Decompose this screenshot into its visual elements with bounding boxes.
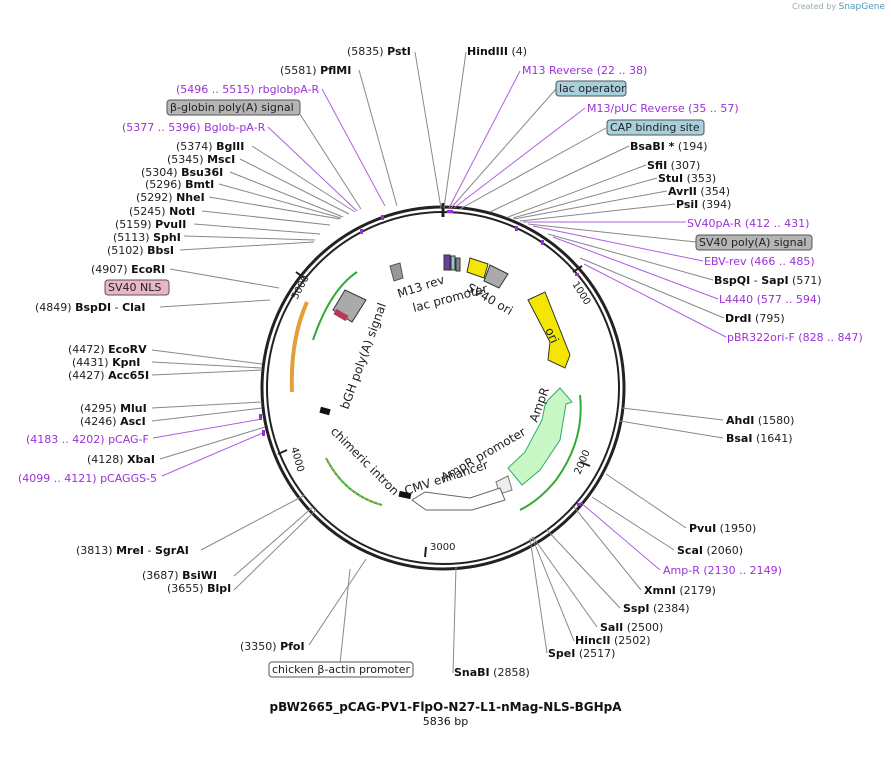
label-bspqi: BspQI - SapI (571)	[714, 274, 822, 287]
label-bglobin: β-globin poly(A) signal	[170, 101, 294, 114]
ampr-arrow	[507, 387, 573, 486]
label-m13rev: M13 Reverse (22 .. 38)	[522, 64, 647, 77]
label-snabi: SnaBI (2858)	[454, 666, 530, 679]
label-psii: PsiI (394)	[676, 198, 731, 211]
label-blpi: (3655) BlpI	[167, 582, 231, 595]
box-sv40polya	[695, 234, 813, 251]
label-hindIII: HindIII (4)	[467, 45, 527, 58]
label-cap: CAP binding site	[610, 121, 700, 134]
label-drdi: DrdI (795)	[725, 312, 785, 325]
ori-arrow	[527, 291, 571, 369]
label-m13puc: M13/pUC Reverse (35 .. 57)	[587, 102, 739, 115]
label-mrei: (3813) MreI - SgrAI	[76, 544, 189, 557]
label-ecori: (4907) EcoRI	[91, 263, 165, 276]
label-sv40polya: SV40 poly(A) signal	[699, 236, 806, 249]
tick-1000: 1000	[569, 280, 592, 307]
label-ebvrev: EBV-rev (466 .. 485)	[704, 255, 815, 268]
primer-markers	[259, 210, 581, 506]
brand-created-by: Created by	[792, 2, 837, 11]
label-asci: (4246) AscI	[80, 415, 146, 428]
label-xbai: (4128) XbaI	[87, 453, 155, 466]
label-xmni: XmnI (2179)	[644, 584, 716, 597]
label-spei: SpeI (2517)	[548, 647, 615, 660]
label-bglobpar: (5377 .. 5396) Bglob-pA-R	[122, 121, 266, 134]
label-msci: (5345) MscI	[167, 153, 235, 166]
label-ahdi: AhdI (1580)	[726, 414, 794, 427]
plasmid-length: 5836 bp	[422, 715, 469, 728]
brand: Created by SnapGene	[792, 2, 885, 12]
sv40-polya-box	[483, 264, 509, 289]
label-bspdi: (4849) BspDI - ClaI	[35, 301, 145, 314]
label-mlui: (4295) MluI	[80, 402, 147, 415]
label-bsiwi: (3687) BsiWI	[142, 569, 217, 582]
label-pcaggs: (4099 .. 4121) pCAGGS-5	[18, 472, 157, 485]
cmv-enhancer-arrow	[411, 487, 506, 511]
label-sv40nls: SV40 NLS	[108, 281, 161, 294]
label-bsai: BsaI (1641)	[726, 432, 793, 445]
label-lac-operator: lac operator	[559, 82, 626, 95]
label-sspi: SspI (2384)	[623, 602, 690, 615]
label-hincii: HincII (2502)	[575, 634, 651, 647]
label-pvui: PvuI (1950)	[689, 522, 756, 535]
tick-2000: 2000	[573, 448, 593, 476]
label-sali: SalI (2500)	[600, 621, 663, 634]
cmv-marker	[398, 490, 412, 500]
label-bmti: (5296) BmtI	[145, 178, 214, 191]
label-bglii: (5374) BglII	[176, 140, 244, 153]
tick-4000: 4000	[288, 446, 306, 473]
label-kpni: (4431) KpnI	[72, 356, 140, 369]
label-bbsi: (5102) BbsI	[107, 244, 174, 257]
leader-lines	[151, 51, 727, 674]
label-stui: StuI (353)	[658, 172, 716, 185]
box-lac-operator	[555, 80, 627, 97]
box-cbap	[268, 661, 414, 678]
feature-chim: chimeric intron	[328, 424, 402, 498]
label-bsabi: BsaBI * (194)	[630, 140, 708, 153]
label-l4440: L4440 (577 .. 594)	[719, 293, 821, 306]
box-bglobin	[166, 99, 301, 116]
outer-labels: (5835) PstI HindIII (4) M13 Reverse (22 …	[18, 45, 863, 679]
label-bsu36i: (5304) Bsu36I	[141, 166, 223, 179]
tick-3000: 3000	[430, 542, 455, 553]
box-cap	[606, 119, 705, 136]
backbone-outer	[260, 205, 626, 571]
feature-cmv: CMV enhancer	[403, 458, 490, 498]
features	[289, 254, 582, 511]
label-scai: ScaI (2060)	[677, 544, 743, 557]
snapgene-logo: SnapGene	[838, 2, 885, 12]
lac-operator-box	[443, 254, 451, 271]
label-noti: (5245) NotI	[129, 205, 195, 218]
feature-ori: ori	[542, 325, 561, 345]
label-cbap: chicken β-actin promoter	[272, 663, 410, 676]
box-sv40nls	[104, 279, 170, 296]
label-ampr: Amp-R (2130 .. 2149)	[663, 564, 782, 577]
label-ecorv: (4472) EcoRV	[68, 343, 147, 356]
label-acc65i: (4427) Acc65I	[68, 369, 149, 382]
label-pfoi: (3350) PfoI	[240, 640, 305, 653]
backbone-inner	[266, 211, 620, 565]
label-avrii: AvrII (354)	[668, 185, 730, 198]
label-nhei: (5292) NheI	[136, 191, 205, 204]
label-pfimi: (5581) PflMI	[280, 64, 351, 77]
label-pvuii: (5159) PvuII	[115, 218, 186, 231]
label-pcag: (4183 .. 4202) pCAG-F	[26, 433, 149, 446]
label-sphi: (5113) SphI	[113, 231, 181, 244]
label-rbglob: (5496 .. 5515) rbglobpA-R	[176, 83, 320, 96]
label-pstI: (5835) PstI	[347, 45, 411, 58]
label-sfii: SfiI (307)	[647, 159, 700, 172]
label-sv40par: SV40pA-R (412 .. 431)	[687, 217, 809, 230]
plasmid-title: pBW2665_pCAG-PV1-FlpO-N27-L1-nMag-NLS-BG…	[269, 700, 622, 714]
bgh-polya	[332, 289, 367, 323]
label-pbr322: pBR322ori-F (828 .. 847)	[727, 331, 863, 344]
sv40-ori-arrow	[466, 257, 489, 279]
flpo-orange-arc	[289, 301, 309, 393]
lac-promoter-arrow	[389, 262, 404, 282]
ampr-primer-arc	[519, 394, 582, 511]
